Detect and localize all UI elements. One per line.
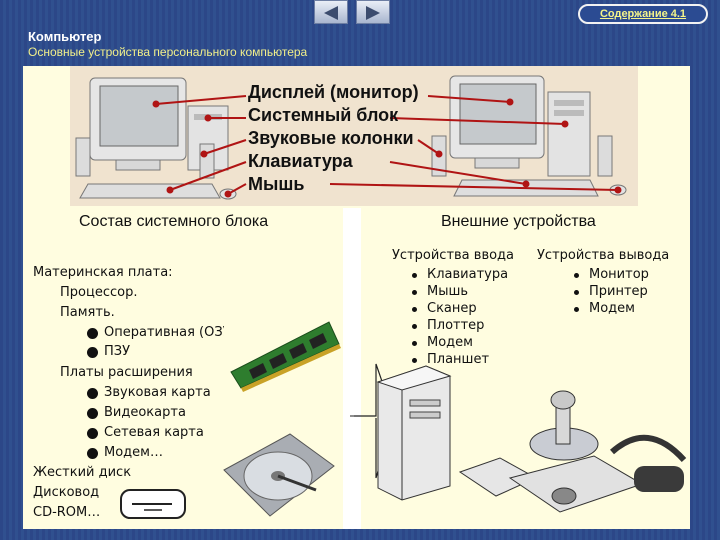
cdrom-text: CD-ROM… — [33, 505, 101, 520]
bullet-icon — [87, 388, 98, 399]
external-devices-heading: Внешние устройства — [441, 213, 596, 230]
modem-card-text: Модем… — [104, 445, 163, 460]
bullet-icon — [574, 273, 579, 278]
label-mouse: Мышь — [248, 174, 305, 194]
previous-slide-button[interactable] — [314, 0, 348, 24]
network-card-text: Сетевая карта — [104, 425, 204, 440]
input-device-item: Планшет — [427, 352, 490, 367]
output-devices-heading: Устройства вывода — [537, 248, 670, 263]
input-device-item: Сканер — [427, 301, 477, 316]
bullet-icon — [574, 290, 579, 295]
bullet-icon — [412, 290, 417, 295]
bullet-icon — [412, 341, 417, 346]
label-system-unit: Системный блок — [248, 105, 399, 125]
bullet-icon — [87, 428, 98, 439]
bullet-icon — [87, 408, 98, 419]
label-speakers: Звуковые колонки — [248, 128, 414, 148]
bullet-icon — [87, 448, 98, 459]
ram-text: Оперативная (ОЗУ — [104, 325, 224, 340]
memory-text: Память. — [60, 305, 115, 320]
page-title: Компьютер — [28, 29, 102, 44]
bullet-icon — [87, 347, 98, 358]
system-unit-heading: Состав системного блока — [79, 213, 269, 230]
pc-illustration — [75, 75, 627, 200]
floppy-text: Дисковод — [33, 485, 100, 500]
bullet-icon — [574, 307, 579, 312]
hard-disk-image — [223, 433, 335, 517]
page-subtitle: Основные устройства персонального компью… — [28, 45, 308, 59]
expansion-cards-text: Платы расширения — [60, 365, 193, 380]
motherboard-text: Материнская плата: — [33, 265, 173, 280]
bullet-icon — [412, 307, 417, 312]
ram-module-image — [230, 321, 341, 392]
arrow-right-icon — [366, 6, 380, 20]
rom-text: ПЗУ — [104, 344, 131, 359]
video-card-text: Видеокарта — [104, 405, 186, 420]
next-slide-button[interactable] — [356, 0, 390, 24]
contents-link[interactable]: Содержание 4.1 — [578, 4, 708, 24]
pc-components-photo — [70, 66, 638, 206]
bullet-icon — [87, 328, 98, 339]
output-device-item: Модем — [589, 301, 635, 316]
input-device-item: Плоттер — [427, 318, 485, 333]
label-keyboard: Клавиатура — [248, 151, 353, 171]
external-devices-image — [350, 363, 687, 513]
floppy-drive-icon — [120, 489, 186, 519]
output-device-item: Принтер — [589, 284, 648, 299]
input-device-item: Клавиатура — [427, 267, 509, 282]
input-devices-heading: Устройства ввода — [392, 248, 515, 263]
processor-text: Процессор. — [60, 285, 138, 300]
bullet-icon — [412, 324, 417, 329]
sound-card-text: Звуковая карта — [104, 385, 211, 400]
hard-disk-text: Жесткий диск — [33, 465, 132, 480]
column-divider — [343, 208, 361, 529]
output-device-item: Монитор — [589, 267, 649, 282]
bullet-icon — [412, 273, 417, 278]
bullet-icon — [412, 358, 417, 363]
input-device-item: Модем — [427, 335, 473, 350]
arrow-left-icon — [324, 6, 338, 20]
input-device-item: Мышь — [427, 284, 469, 299]
label-display: Дисплей (монитор) — [248, 82, 419, 102]
